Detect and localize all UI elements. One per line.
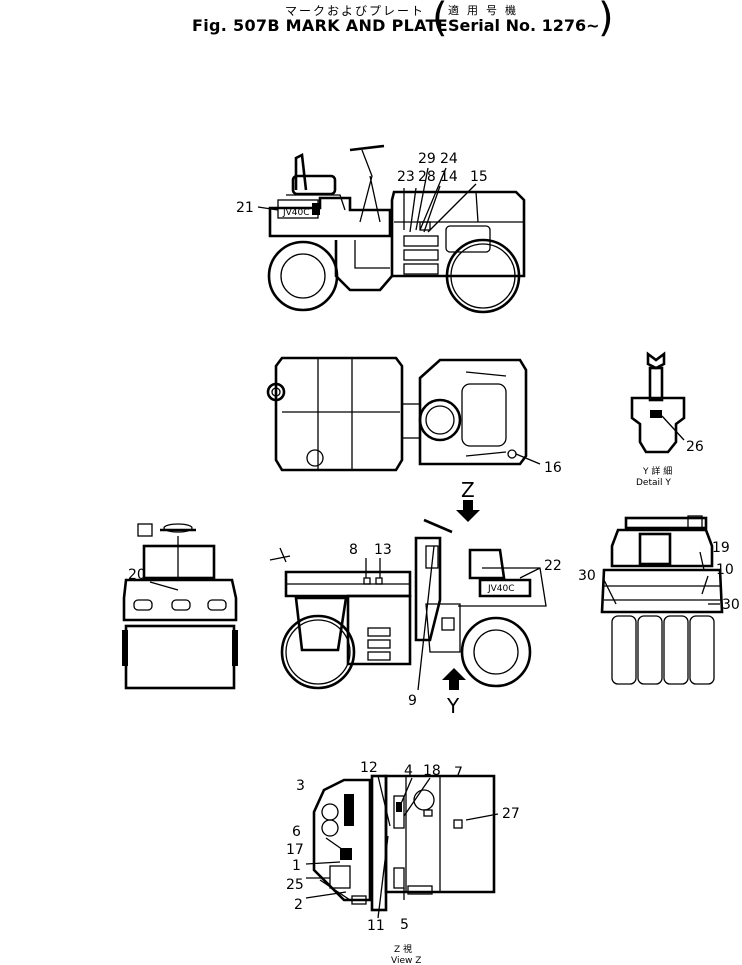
callout-9: 9 bbox=[408, 693, 417, 709]
callout-3: 3 bbox=[296, 778, 305, 794]
detail-y-drawing bbox=[630, 351, 686, 454]
callout-20: 20 bbox=[128, 567, 146, 583]
machine-model-text: JV40C bbox=[282, 208, 310, 218]
rear-view-drawing bbox=[122, 523, 238, 690]
callout-18: 18 bbox=[423, 763, 441, 779]
arrow-z bbox=[456, 500, 480, 522]
left-side-view-drawing bbox=[269, 518, 547, 691]
callout-7: 7 bbox=[454, 765, 463, 781]
callout-11: 11 bbox=[367, 918, 385, 934]
callout-25: 25 bbox=[286, 877, 304, 893]
callout-23: 23 bbox=[397, 169, 415, 185]
callout-14: 14 bbox=[440, 169, 458, 185]
callout-28: 28 bbox=[418, 169, 436, 185]
view-z-drawing bbox=[305, 774, 499, 919]
callout-8: 8 bbox=[349, 542, 358, 558]
callout-2: 2 bbox=[294, 897, 303, 913]
serial-number-range: Serial No. 1276~ bbox=[448, 16, 600, 35]
arrow-z-label: Z bbox=[461, 478, 475, 502]
machine-model-text-2: JV40C bbox=[487, 584, 515, 594]
arrow-y bbox=[442, 668, 466, 690]
view-z-label-japanese: Z 視 bbox=[394, 943, 412, 955]
callout-29: 29 bbox=[418, 151, 436, 167]
callout-6: 6 bbox=[292, 824, 301, 840]
side-view-drawing bbox=[257, 144, 526, 314]
callout-13: 13 bbox=[374, 542, 392, 558]
arrow-y-label: Y bbox=[446, 694, 460, 718]
callout-16: 16 bbox=[544, 460, 562, 476]
callout-27: 27 bbox=[502, 806, 520, 822]
callout-22: 22 bbox=[544, 558, 562, 574]
callout-21: 21 bbox=[236, 200, 254, 216]
title-japanese: マークおよびプレート bbox=[285, 4, 426, 18]
callout-1: 1 bbox=[292, 858, 301, 874]
view-z-label: View Z bbox=[391, 956, 421, 965]
callout-30-left: 30 bbox=[578, 568, 596, 584]
front-view-drawing bbox=[600, 515, 724, 685]
close-bracket: ) bbox=[598, 0, 614, 41]
callout-26: 26 bbox=[686, 439, 704, 455]
callout-15: 15 bbox=[470, 169, 488, 185]
callout-17: 17 bbox=[286, 842, 304, 858]
top-view-drawing bbox=[266, 356, 541, 472]
callout-4: 4 bbox=[404, 763, 413, 779]
detail-y-label-japanese: Y 詳 細 bbox=[642, 465, 672, 477]
open-bracket: ( bbox=[432, 0, 448, 41]
applicability-japanese: 適用号機 bbox=[448, 4, 524, 17]
callout-10: 10 bbox=[716, 562, 734, 578]
callout-12: 12 bbox=[360, 760, 378, 776]
callout-5: 5 bbox=[400, 917, 409, 933]
detail-y-label: Detail Y bbox=[636, 478, 671, 488]
callout-30-right: 30 bbox=[722, 597, 740, 613]
callout-24: 24 bbox=[440, 151, 458, 167]
callout-19: 19 bbox=[712, 540, 730, 556]
figure-title: Fig. 507B MARK AND PLATE bbox=[192, 16, 449, 35]
